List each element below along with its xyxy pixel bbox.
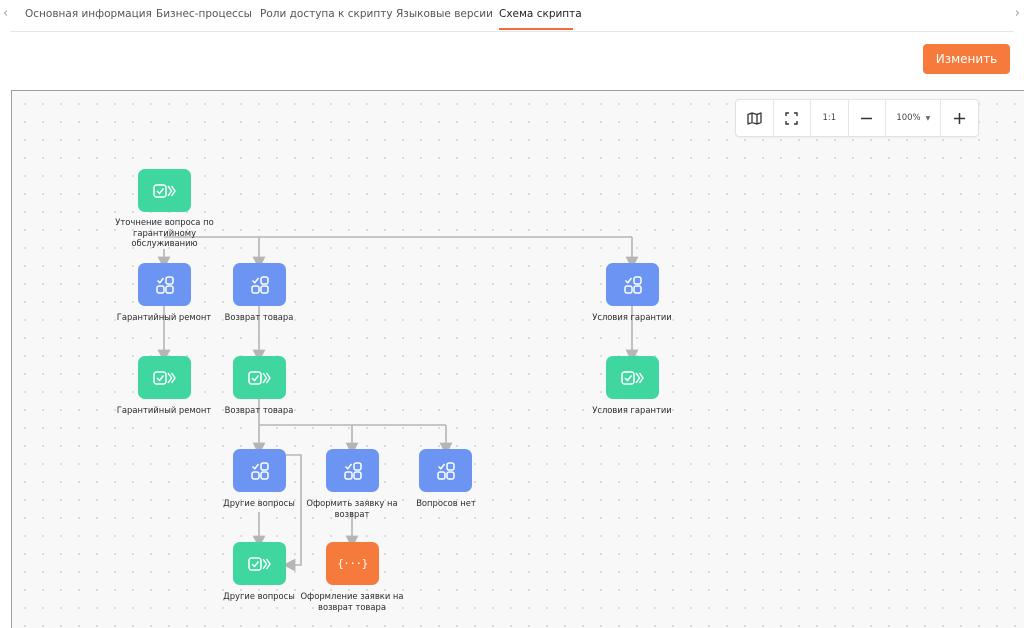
script-node-choice[interactable] bbox=[419, 449, 472, 492]
tabs-bar: ‹ Основная информация Бизнес-процессы Ро… bbox=[0, 0, 1024, 32]
node-label: Другие вопросы bbox=[223, 591, 295, 601]
grid-check-icon bbox=[155, 275, 174, 294]
grid-check-icon bbox=[250, 461, 269, 480]
node-label: Возврат товара bbox=[224, 405, 294, 415]
tabs-divider bbox=[10, 31, 1014, 32]
script-node-message[interactable] bbox=[233, 356, 286, 399]
script-node-action[interactable]: {···} bbox=[326, 542, 379, 585]
node-label: Оформить заявку на возврат bbox=[306, 498, 398, 519]
script-node-message[interactable] bbox=[138, 356, 191, 399]
node-label: Уточнение вопроса по гарантийному обслуж… bbox=[115, 217, 214, 248]
plus-icon bbox=[954, 112, 966, 124]
tab-script-scheme[interactable]: Схема скрипта bbox=[499, 8, 582, 20]
node-label: Гарантийный ремонт bbox=[116, 405, 212, 415]
active-tab-indicator bbox=[499, 28, 573, 30]
tab-business-processes[interactable]: Бизнес-процессы bbox=[156, 8, 252, 20]
script-node-choice[interactable] bbox=[138, 263, 191, 306]
message-icon bbox=[247, 370, 271, 385]
zoom-value: 100% bbox=[896, 113, 921, 123]
script-node-message[interactable] bbox=[233, 542, 286, 585]
chevron-left-icon[interactable]: ‹ bbox=[3, 6, 9, 21]
minus-icon bbox=[861, 117, 873, 119]
zoom-select[interactable]: 100% ▼ bbox=[886, 100, 942, 136]
node-label: Гарантийный ремонт bbox=[116, 312, 212, 322]
script-node-choice[interactable] bbox=[606, 263, 659, 306]
node-label: Условия гарантии bbox=[592, 405, 672, 415]
edit-button[interactable]: Изменить bbox=[923, 44, 1010, 74]
grid-check-icon bbox=[343, 461, 362, 480]
tab-access-roles[interactable]: Роли доступа к скрипту bbox=[260, 8, 393, 20]
actual-size-button[interactable]: 1:1 bbox=[811, 100, 849, 136]
message-icon bbox=[247, 556, 271, 571]
grid-check-icon bbox=[623, 275, 642, 294]
grid-check-icon bbox=[436, 461, 455, 480]
code-braces-icon: {···} bbox=[337, 557, 368, 570]
node-label: Другие вопросы bbox=[223, 498, 295, 508]
canvas-toolbar: 1:1 100% ▼ bbox=[735, 99, 979, 137]
node-label: Оформление заявки на возврат товара bbox=[300, 591, 404, 612]
edge-n8-n11-loop bbox=[282, 454, 302, 572]
tab-language-versions[interactable]: Языковые версии bbox=[396, 8, 493, 20]
script-node-choice[interactable] bbox=[233, 263, 286, 306]
connectors bbox=[157, 236, 639, 572]
message-icon bbox=[152, 370, 176, 385]
tab-main-info[interactable]: Основная информация bbox=[25, 8, 152, 20]
script-node-choice[interactable] bbox=[233, 449, 286, 492]
script-node-choice[interactable] bbox=[326, 449, 379, 492]
script-scheme-canvas[interactable]: 1:1 100% ▼ Уточнение вопроса по гарантий… bbox=[11, 90, 1024, 628]
zoom-out-button[interactable] bbox=[849, 100, 887, 136]
map-icon[interactable] bbox=[736, 100, 774, 136]
caret-down-icon: ▼ bbox=[925, 114, 931, 122]
node-label: Вопросов нет bbox=[416, 498, 476, 508]
zoom-in-button[interactable] bbox=[941, 100, 978, 136]
grid-check-icon bbox=[250, 275, 269, 294]
fullscreen-icon[interactable] bbox=[774, 100, 812, 136]
message-icon bbox=[152, 183, 176, 198]
node-label: Условия гарантии bbox=[592, 312, 672, 322]
chevron-right-icon[interactable]: › bbox=[1014, 6, 1020, 21]
script-node-message[interactable] bbox=[606, 356, 659, 399]
node-label: Возврат товара bbox=[224, 312, 294, 322]
message-icon bbox=[620, 370, 644, 385]
script-node-message[interactable] bbox=[138, 169, 191, 212]
